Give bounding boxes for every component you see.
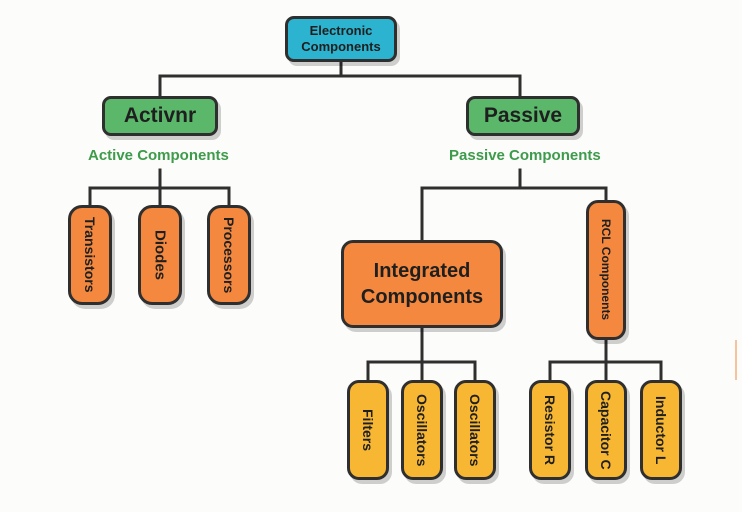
passive-label: Passive <box>483 104 563 127</box>
leaf-resistor: Resistor R <box>529 380 571 480</box>
leaf-diodes: Diodes <box>138 205 182 305</box>
integrated-node: Integrated Components <box>341 240 503 328</box>
root-node: Electronic Components <box>285 16 397 62</box>
rcl-node: RCL Components <box>586 200 626 340</box>
root-label-line1: Electronic <box>309 23 373 38</box>
leaf-diodes-label: Diodes <box>151 229 169 280</box>
leaf-capacitor: Capacitor C <box>585 380 627 480</box>
leaf-transistors: Transistors <box>68 205 112 305</box>
leaf-filters: Filters <box>347 380 389 480</box>
leaf-inductor: Inductor L <box>640 380 682 480</box>
leaf-processors-label: Processors <box>221 216 237 294</box>
leaf-filters-label: Filters <box>360 408 376 451</box>
integrated-label-line2: Components <box>360 286 484 308</box>
leaf-resistor-label: Resistor R <box>542 394 558 466</box>
leaf-oscillators-1-label: Oscillators <box>414 393 430 467</box>
integrated-label-line1: Integrated <box>373 260 471 282</box>
active-node: Activnr <box>102 96 218 136</box>
active-sublabel: Active Components <box>88 147 229 164</box>
leaf-processors: Processors <box>207 205 251 305</box>
rcl-label: RCL Components <box>599 219 613 321</box>
passive-sublabel: Passive Components <box>449 147 601 164</box>
leaf-capacitor-label: Capacitor C <box>598 390 614 470</box>
leaf-transistors-label: Transistors <box>82 217 98 293</box>
active-label: Activnr <box>123 104 197 127</box>
leaf-oscillators-2: Oscillators <box>454 380 496 480</box>
passive-node: Passive <box>466 96 580 136</box>
root-label-line2: Components <box>301 39 381 54</box>
leaf-oscillators-2-label: Oscillators <box>467 393 483 467</box>
leaf-oscillators-1: Oscillators <box>401 380 443 480</box>
leaf-inductor-label: Inductor L <box>653 395 669 465</box>
edge-artifact <box>735 340 742 380</box>
